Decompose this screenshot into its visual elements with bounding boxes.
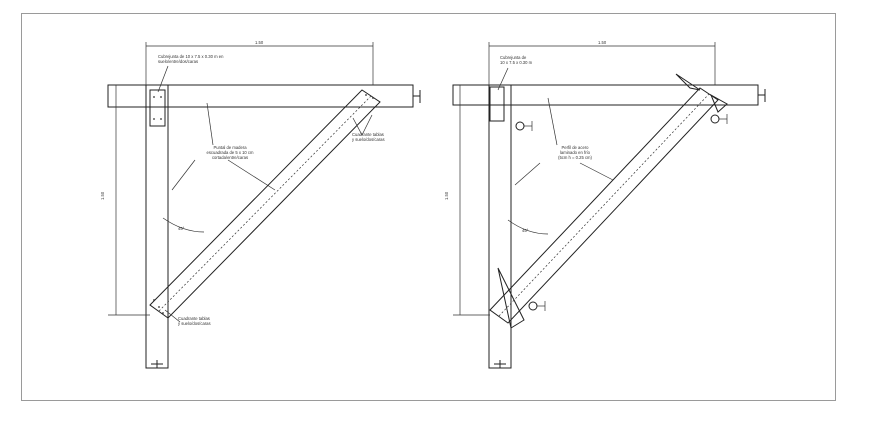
right-cleat-label: Cubrejunta de 10 x 7.5 x 0.30 m: [500, 55, 532, 65]
right-upper-gusset: [675, 73, 701, 91]
left-angle-label: 45°: [178, 226, 185, 231]
left-brace-leader: [206, 102, 214, 146]
right-diagonal-brace: [489, 87, 719, 324]
left-cleat-bolt-icon: [153, 96, 155, 98]
right-brace-leader: [579, 162, 614, 181]
left-top-dimension-label: 1.50: [255, 40, 264, 45]
right-cleat-plate: [489, 86, 505, 122]
left-cleat-bolt-icon: [160, 96, 162, 98]
left-joint-leader: [352, 117, 363, 136]
right-cleat-leader: [497, 67, 509, 91]
right-bolt-icon: [710, 114, 720, 124]
left-joint-bolt-icon: [365, 94, 367, 96]
left-cleat-plate: [149, 89, 166, 127]
right-brace-centerline: [498, 93, 710, 317]
right-bolt-icon: [515, 121, 525, 131]
left-side-dimension-label: 1.50: [100, 191, 105, 200]
left-cleat-bolt-icon: [153, 118, 155, 120]
left-joint-bolt-icon: [372, 97, 374, 99]
right-bolt-icon: [528, 301, 538, 311]
left-brace-leader: [171, 159, 196, 191]
right-side-dimension-label: 1.50: [444, 191, 449, 200]
left-horizontal-beam: [107, 84, 414, 108]
left-cleat-label: Cubrejunta de 10 x 7.5 x 0.30 m en suelo…: [158, 54, 223, 64]
left-cleat-leader: [157, 65, 169, 93]
left-brace-label: Puntal de madera escuadrada de 5 x 10 cm…: [206, 145, 253, 160]
right-bracket-drawing: 45° 1.50 1.50: [444, 40, 766, 369]
left-upper-joint-label: Cuadrante tablas y suelo/dos/caras: [352, 132, 385, 142]
right-brace-leader: [547, 97, 558, 146]
left-brace-leader: [227, 159, 276, 191]
left-joint-leader: [361, 114, 373, 136]
left-cleat-bolt-icon: [160, 118, 162, 120]
left-joint-bolt-icon: [162, 312, 164, 314]
drawing-frame: [21, 13, 836, 401]
left-vertical-post: [145, 84, 169, 369]
right-upper-gusset: [709, 93, 728, 113]
left-angle-arc: [162, 217, 205, 233]
right-brace-leader: [514, 162, 541, 186]
left-lower-joint-leader: [164, 309, 181, 323]
right-brace-label: Perfil de acero laminado en frío (5cm h …: [558, 145, 592, 160]
right-vertical-post: [488, 84, 512, 369]
left-joint-bolt-icon: [153, 299, 155, 301]
left-diagonal-brace: [149, 89, 381, 319]
left-brace-centerline: [158, 95, 372, 312]
right-angle-label: 45°: [522, 228, 529, 233]
left-joint-bolt-icon: [158, 306, 160, 308]
right-lower-gusset: [497, 267, 525, 329]
right-angle-arc: [507, 219, 549, 235]
left-lower-joint-label: Cuadrante tablas y suelo/dos/caras: [178, 316, 211, 326]
right-top-dimension-label: 1.50: [598, 40, 607, 45]
left-bracket-drawing: 45° 1.50 1.50: [100, 40, 421, 369]
